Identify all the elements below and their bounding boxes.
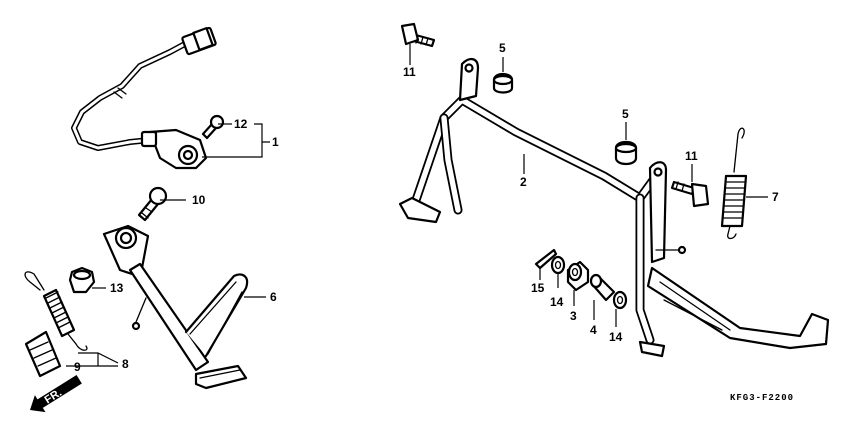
callout-7: 7 bbox=[772, 190, 779, 204]
washer-14-right bbox=[612, 290, 628, 310]
callout-12: 12 bbox=[234, 117, 248, 131]
callout-2: 2 bbox=[520, 175, 527, 189]
spring-8 bbox=[24, 271, 88, 351]
callout-14-left: 14 bbox=[550, 295, 564, 309]
bolt-12 bbox=[201, 114, 225, 140]
callout-13: 13 bbox=[110, 281, 124, 295]
diagram-code: KFG3-F2200 bbox=[730, 393, 794, 403]
callout-14-right: 14 bbox=[609, 330, 623, 344]
callout-5-top: 5 bbox=[499, 41, 506, 55]
spring-7 bbox=[720, 127, 748, 240]
front-arrow: FR. bbox=[30, 375, 82, 413]
collar-4 bbox=[589, 273, 616, 302]
callout-8: 8 bbox=[122, 357, 129, 371]
bushing-5-right bbox=[614, 140, 638, 166]
callout-15: 15 bbox=[531, 281, 545, 295]
callout-3: 3 bbox=[570, 309, 577, 323]
bolt-10 bbox=[137, 186, 168, 222]
bushing-5-top bbox=[492, 72, 514, 94]
spring-cover-9 bbox=[24, 330, 62, 378]
side-stand-switch bbox=[71, 26, 217, 170]
bushing-3 bbox=[566, 260, 590, 292]
bolt-11-right bbox=[670, 180, 710, 208]
callout-11-right: 11 bbox=[685, 149, 698, 163]
callout-5-right: 5 bbox=[622, 107, 629, 121]
bolt-11-top bbox=[400, 22, 436, 48]
leader-lines bbox=[66, 44, 768, 367]
callout-4: 4 bbox=[590, 323, 597, 337]
nut-13 bbox=[68, 266, 96, 294]
side-stand-6 bbox=[102, 224, 249, 390]
callout-1: 1 bbox=[272, 135, 279, 149]
callout-10: 10 bbox=[192, 193, 206, 207]
callout-9: 9 bbox=[74, 360, 81, 374]
washer-14-left bbox=[550, 255, 566, 275]
main-stand-2 bbox=[398, 58, 830, 358]
callout-11-top: 11 bbox=[403, 65, 416, 79]
pin-15 bbox=[534, 248, 558, 270]
callout-6: 6 bbox=[270, 290, 277, 304]
